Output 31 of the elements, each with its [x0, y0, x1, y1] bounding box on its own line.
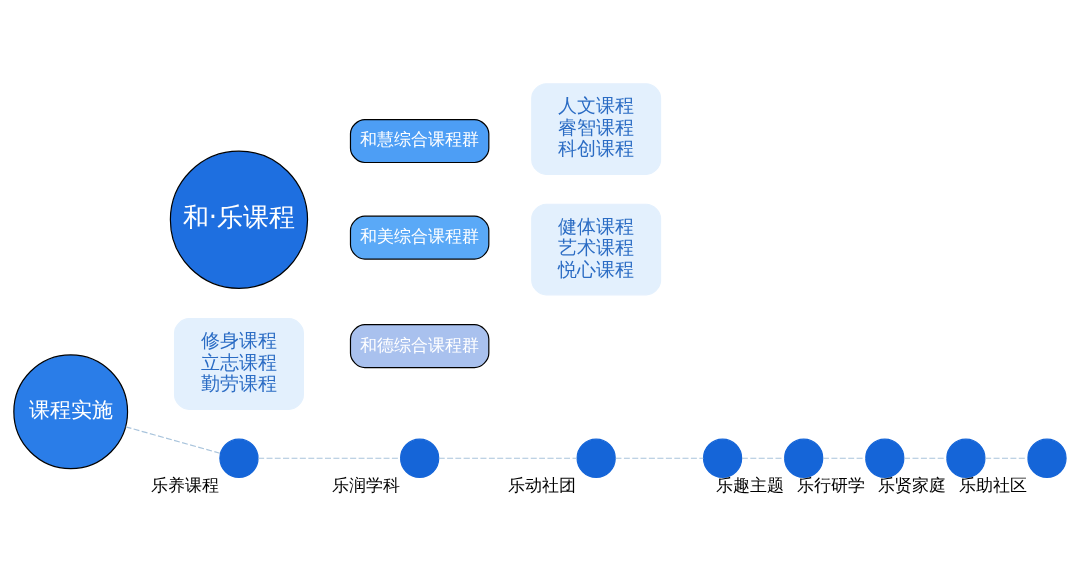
node-circle [1027, 438, 1067, 478]
node-circle [946, 438, 986, 478]
connector [903, 457, 948, 459]
node-label: 乐动社团 [508, 475, 577, 495]
connector [438, 457, 578, 459]
node-label: 乐趣主题 [716, 475, 785, 495]
node-circle [702, 438, 743, 478]
connector [984, 457, 1029, 459]
node-circle: 和·乐课程 [169, 150, 309, 289]
node-circle: 课程实施 [13, 354, 129, 470]
node-box: 和美综合课程群 [349, 215, 490, 260]
node-label: 乐行研学 [797, 475, 866, 495]
node-label: 乐养课程 [151, 475, 220, 495]
connector [741, 457, 785, 459]
node-box: 和慧综合课程群 [349, 118, 490, 164]
node-label: 乐贤家庭 [878, 475, 947, 495]
connector [125, 426, 221, 454]
connector [822, 457, 866, 459]
node-circle [784, 438, 824, 478]
node-circle [865, 438, 905, 478]
node-circle [576, 438, 616, 478]
node-label: 乐助社区 [959, 475, 1028, 495]
connector [257, 457, 401, 459]
node-box: 和德综合课程群 [349, 324, 490, 369]
node-label: 乐润学科 [331, 475, 400, 495]
node-box: 健体课程 艺术课程 悦心课程 [531, 203, 662, 296]
connector [615, 457, 704, 459]
node-circle [219, 438, 259, 478]
node-circle [399, 438, 440, 478]
node-box: 人文课程 睿智课程 科创课程 [531, 83, 662, 175]
node-box: 修身课程 立志课程 勤劳课程 [173, 318, 304, 410]
